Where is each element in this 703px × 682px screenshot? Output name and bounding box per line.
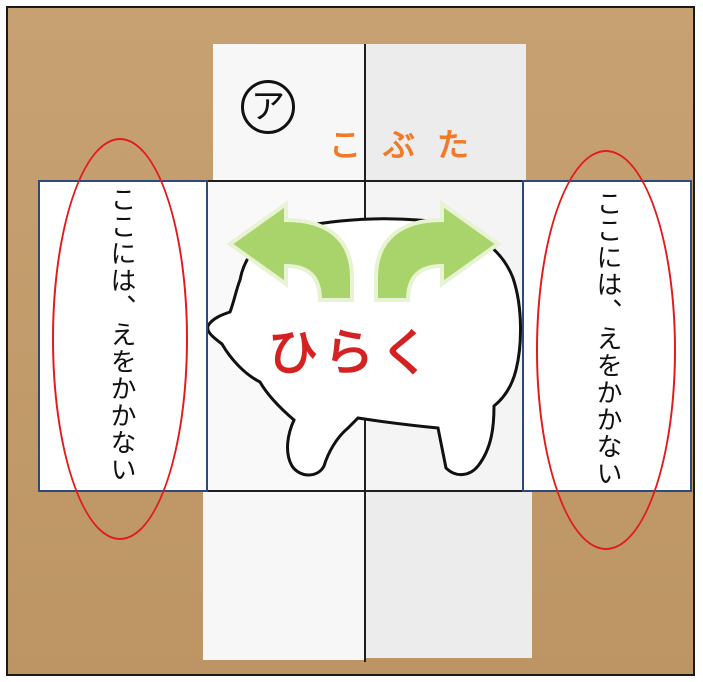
upper-fold-line	[205, 180, 532, 182]
left-red-oval	[52, 138, 188, 540]
bottom-flap-left	[203, 492, 366, 660]
pig-illustration	[206, 200, 522, 477]
lower-fold-line	[203, 490, 532, 492]
bottom-flap-right	[366, 492, 532, 658]
right-red-oval	[536, 150, 676, 550]
right-arrow	[374, 200, 502, 302]
left-arrow	[226, 200, 354, 302]
top-flap-right	[366, 44, 526, 190]
lid-marker: ア	[241, 80, 295, 134]
photo-frame: ア こぶた ひらく ここには、えをかかない ここには、えをかかない	[6, 6, 695, 676]
open-label: ひらく	[267, 323, 436, 383]
lid-title: こぶた	[329, 126, 492, 164]
